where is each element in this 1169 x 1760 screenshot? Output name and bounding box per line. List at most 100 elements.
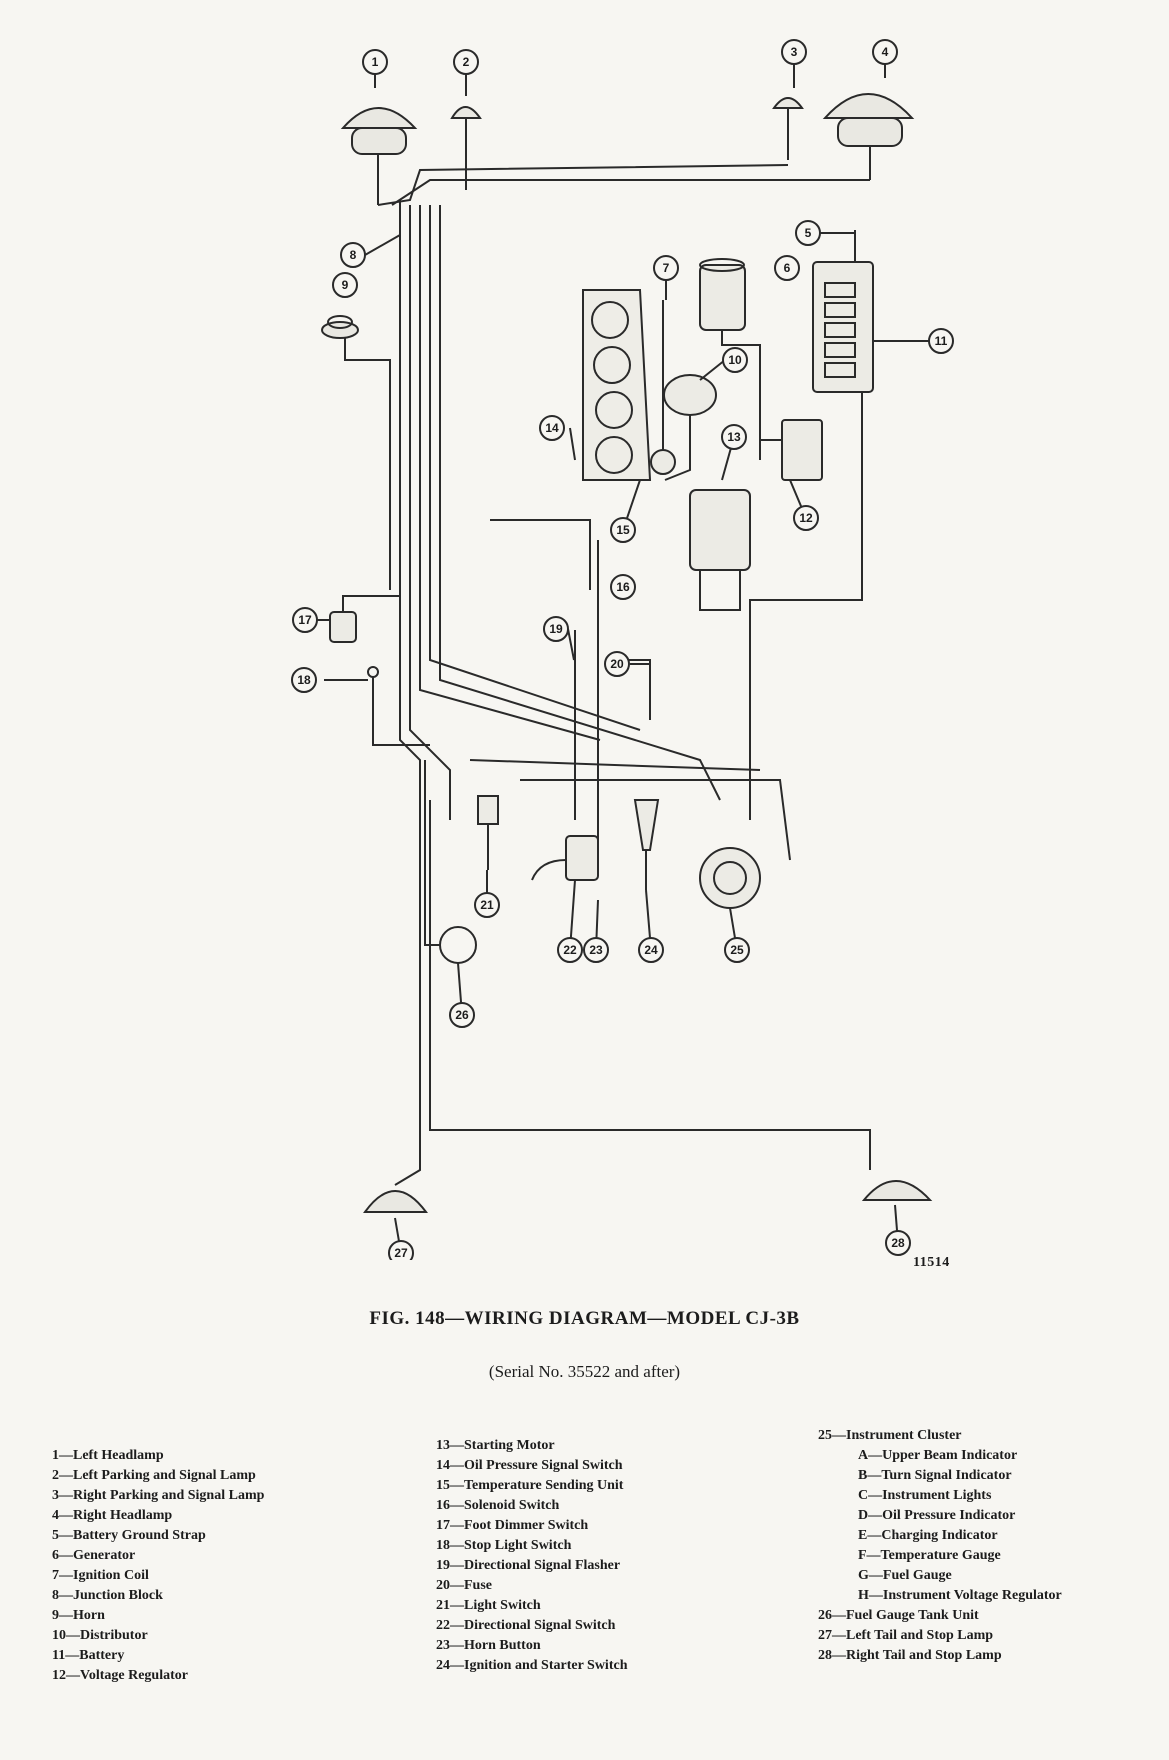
legend-item: 13—Starting Motor: [436, 1438, 555, 1453]
svg-text:12: 12: [799, 511, 813, 525]
callout-11: 11: [928, 328, 954, 354]
callout-22: 22: [557, 937, 583, 963]
legend-item: 21—Light Switch: [436, 1598, 541, 1613]
generator: [699, 258, 761, 460]
callout-23: 23: [583, 937, 609, 963]
svg-text:13: 13: [727, 430, 741, 444]
legend-column-1: 1—Left Headlamp 2—Left Parking and Signa…: [52, 1446, 264, 1686]
callout-7: 7: [653, 255, 679, 281]
wiring-diagram: 1 2 3 4 5 6 7 8 9 10 11 12 13 14 15 16 1…: [291, 39, 954, 1260]
legend-item: 11—Battery: [52, 1648, 125, 1663]
svg-text:17: 17: [298, 613, 312, 627]
svg-text:7: 7: [663, 261, 670, 275]
legend-item: 24—Ignition and Starter Switch: [436, 1658, 628, 1673]
engine-block: [582, 289, 652, 481]
right-parking-lamp: [772, 97, 804, 160]
svg-text:28: 28: [891, 1236, 905, 1250]
battery: [749, 230, 874, 820]
legend-item: 15—Temperature Sending Unit: [436, 1478, 624, 1493]
callout-10: 10: [722, 347, 748, 373]
legend-item: 18—Stop Light Switch: [436, 1538, 572, 1553]
legend-item: 27—Left Tail and Stop Lamp: [818, 1628, 994, 1643]
voltage-regulator: [760, 419, 823, 481]
callout-14: 14: [539, 415, 565, 441]
svg-text:9: 9: [342, 278, 349, 292]
svg-text:5: 5: [805, 226, 812, 240]
legend-item: 1—Left Headlamp: [52, 1448, 164, 1463]
callout-19: 19: [543, 616, 569, 642]
foot-dimmer-switch: [329, 595, 400, 643]
callout-16: 16: [610, 574, 636, 600]
callouts: 1 2 3 4 5 6 7 8 9 10 11 12 13 14 15 16 1…: [291, 39, 954, 1260]
legend-item: 23—Horn Button: [436, 1638, 541, 1653]
right-tail-lamp: [861, 1180, 933, 1201]
svg-text:26: 26: [455, 1008, 469, 1022]
callout-8: 8: [340, 242, 366, 268]
svg-text:19: 19: [549, 622, 563, 636]
left-parking-lamp: [450, 106, 482, 165]
legend-item: 8—Junction Block: [52, 1588, 163, 1603]
callout-4: 4: [872, 39, 898, 65]
callout-6: 6: [774, 255, 800, 281]
legend-sub-item: E—Charging Indicator: [858, 1528, 998, 1543]
legend-item: 10—Distributor: [52, 1628, 148, 1643]
svg-text:6: 6: [784, 261, 791, 275]
callout-13: 13: [721, 424, 747, 450]
legend-sub-item: G—Fuel Gauge: [858, 1568, 952, 1583]
svg-text:4: 4: [882, 45, 889, 59]
callout-5: 5: [795, 220, 821, 246]
svg-text:20: 20: [610, 657, 624, 671]
light-switch: [477, 795, 499, 870]
svg-text:10: 10: [728, 353, 742, 367]
legend-column-2: 13—Starting Motor 14—Oil Pressure Signal…: [436, 1436, 627, 1676]
callout-26: 26: [449, 1002, 475, 1028]
legend-item: 2—Left Parking and Signal Lamp: [52, 1468, 256, 1483]
callout-24: 24: [638, 937, 664, 963]
svg-text:3: 3: [791, 45, 798, 59]
legend-sub-item: F—Temperature Gauge: [858, 1548, 1001, 1563]
callout-1: 1: [362, 49, 388, 75]
callout-20: 20: [604, 651, 630, 677]
legend-item: 26—Fuel Gauge Tank Unit: [818, 1608, 979, 1623]
callout-15: 15: [610, 517, 636, 543]
legend-item: 3—Right Parking and Signal Lamp: [52, 1488, 265, 1503]
svg-text:23: 23: [589, 943, 603, 957]
figure-number: 11514: [913, 1255, 950, 1270]
ignition-coil: [650, 300, 676, 475]
fuel-gauge-tank-unit: [424, 760, 477, 964]
legend-item: 20—Fuse: [436, 1578, 492, 1593]
svg-text:24: 24: [644, 943, 658, 957]
svg-text:25: 25: [730, 943, 744, 957]
legend-item: 6—Generator: [52, 1548, 136, 1563]
callout-25: 25: [724, 937, 750, 963]
right-headlamp: [822, 93, 915, 180]
svg-text:2: 2: [463, 55, 470, 69]
svg-text:18: 18: [297, 673, 311, 687]
directional-signal-switch: [531, 835, 599, 881]
starting-motor: [689, 489, 751, 611]
svg-text:16: 16: [616, 580, 630, 594]
legend-item: 9—Horn: [52, 1608, 105, 1623]
ignition-starter-switch: [633, 799, 660, 890]
stop-light-switch: [367, 666, 430, 746]
legend-item: 19—Directional Signal Flasher: [436, 1558, 621, 1573]
left-tail-lamp: [363, 1190, 428, 1213]
legend-sub-item: H—Instrument Voltage Regulator: [858, 1588, 1062, 1603]
left-headlamp: [340, 107, 418, 205]
callout-2: 2: [453, 49, 479, 75]
svg-text:8: 8: [350, 248, 357, 262]
callout-3: 3: [781, 39, 807, 65]
figure-subtitle: (Serial No. 35522 and after): [488, 1362, 681, 1381]
legend-sub-item: A—Upper Beam Indicator: [858, 1448, 1018, 1463]
callout-21: 21: [474, 892, 500, 918]
svg-text:21: 21: [480, 898, 494, 912]
callout-17: 17: [292, 607, 318, 633]
legend-sub-item: C—Instrument Lights: [858, 1488, 992, 1503]
callout-27: 27: [388, 1240, 414, 1260]
legend-item: 7—Ignition Coil: [52, 1568, 149, 1583]
svg-text:1: 1: [372, 55, 379, 69]
svg-text:14: 14: [545, 421, 559, 435]
legend-column-3: 25—Instrument Cluster A—Upper Beam Indic…: [818, 1426, 1062, 1666]
horn: [321, 315, 391, 590]
legend-item: 28—Right Tail and Stop Lamp: [818, 1648, 1002, 1663]
